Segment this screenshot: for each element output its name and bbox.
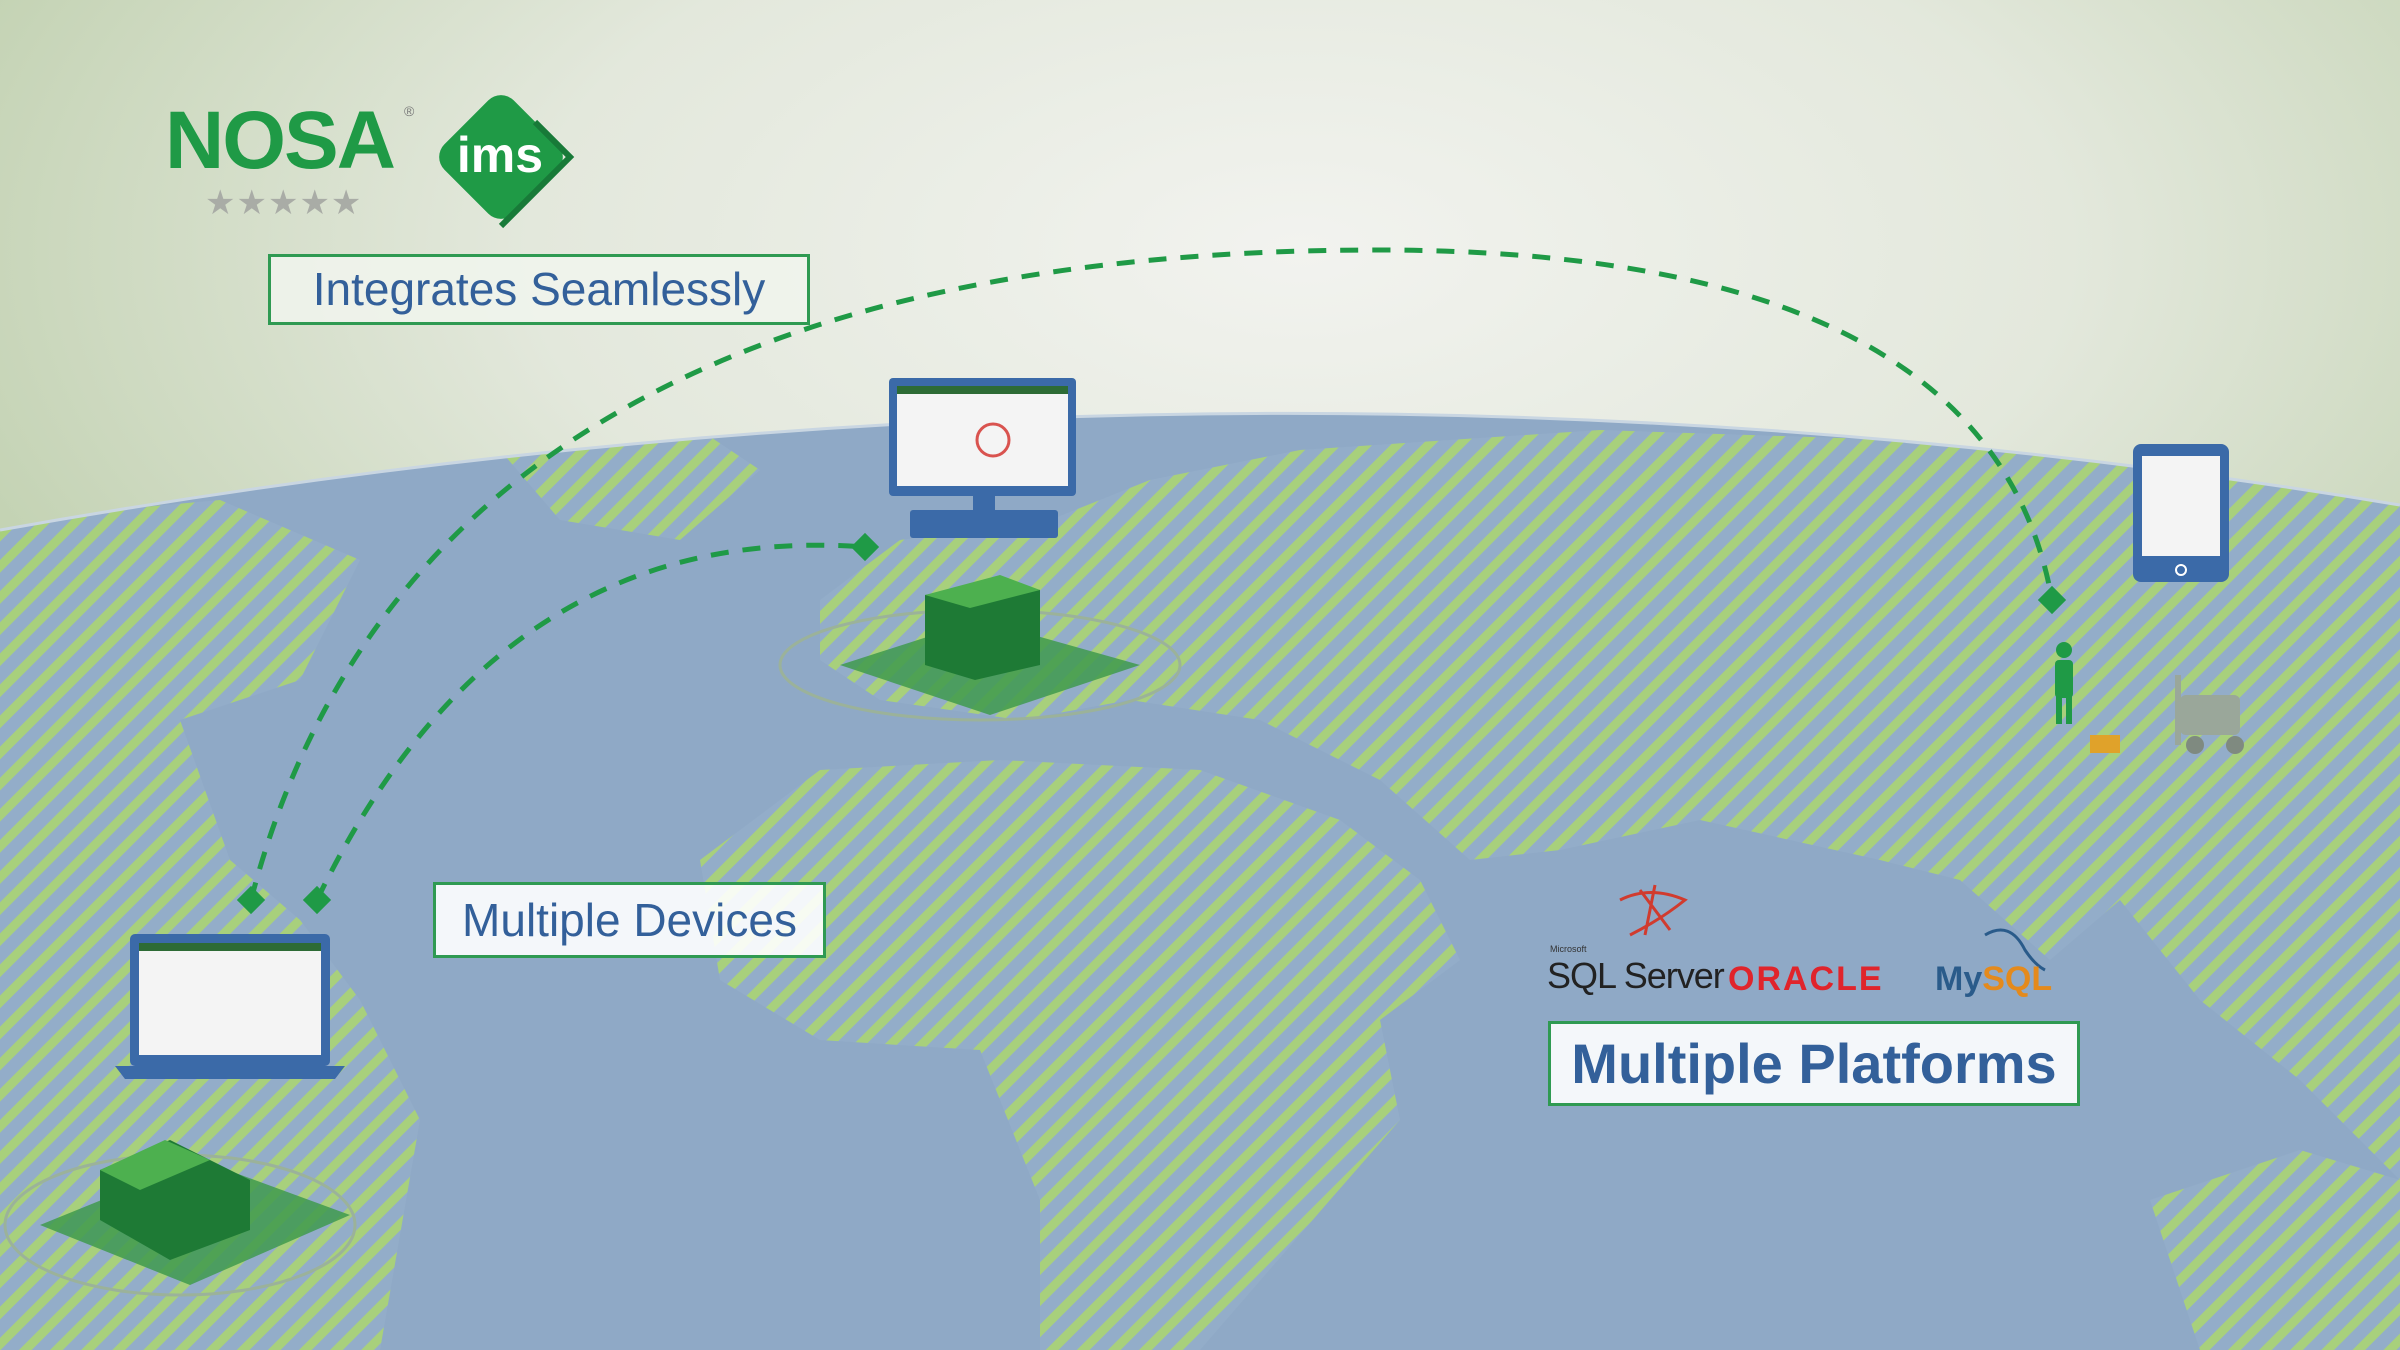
mysql-sql: SQL xyxy=(1982,960,2053,998)
mysql-dolphin-icon xyxy=(1984,928,2046,972)
desktop-monitor-icon xyxy=(889,378,1076,538)
oracle-logo: ORACLE xyxy=(1728,960,1884,998)
sql-server-prefix: Microsoft xyxy=(1550,944,1587,954)
forklift-icon xyxy=(2090,675,2244,754)
factory-building-icon xyxy=(3,1140,357,1297)
connection-nodes xyxy=(236,532,2067,915)
rating-stars: ★★★★★ xyxy=(205,184,363,222)
connection-arc-large xyxy=(248,247,2055,901)
sql-server-logo-icon xyxy=(1619,884,1688,937)
brand-badge: ims xyxy=(456,127,544,183)
registered-mark: ® xyxy=(404,103,415,119)
brand-logo: NOSA xyxy=(165,95,396,186)
tablet-icon xyxy=(2133,444,2229,582)
laptop-icon xyxy=(115,934,345,1079)
mysql-my: My xyxy=(1935,960,1983,998)
continents xyxy=(0,430,2400,1350)
integrates-seamlessly-label: Integrates Seamlessly xyxy=(268,254,810,325)
multiple-platforms-label: Multiple Platforms xyxy=(1548,1021,2080,1106)
worker-icon xyxy=(2055,642,2073,724)
mysql-logo: MySQL xyxy=(1935,960,2052,998)
multiple-devices-label: Multiple Devices xyxy=(433,882,826,958)
sql-server-logo: SQL Server xyxy=(1547,955,1725,996)
connection-arc-small xyxy=(314,542,866,902)
earth-horizon xyxy=(0,411,2400,532)
ims-diamond-icon xyxy=(439,95,563,219)
warehouse-building-icon xyxy=(778,575,1182,722)
